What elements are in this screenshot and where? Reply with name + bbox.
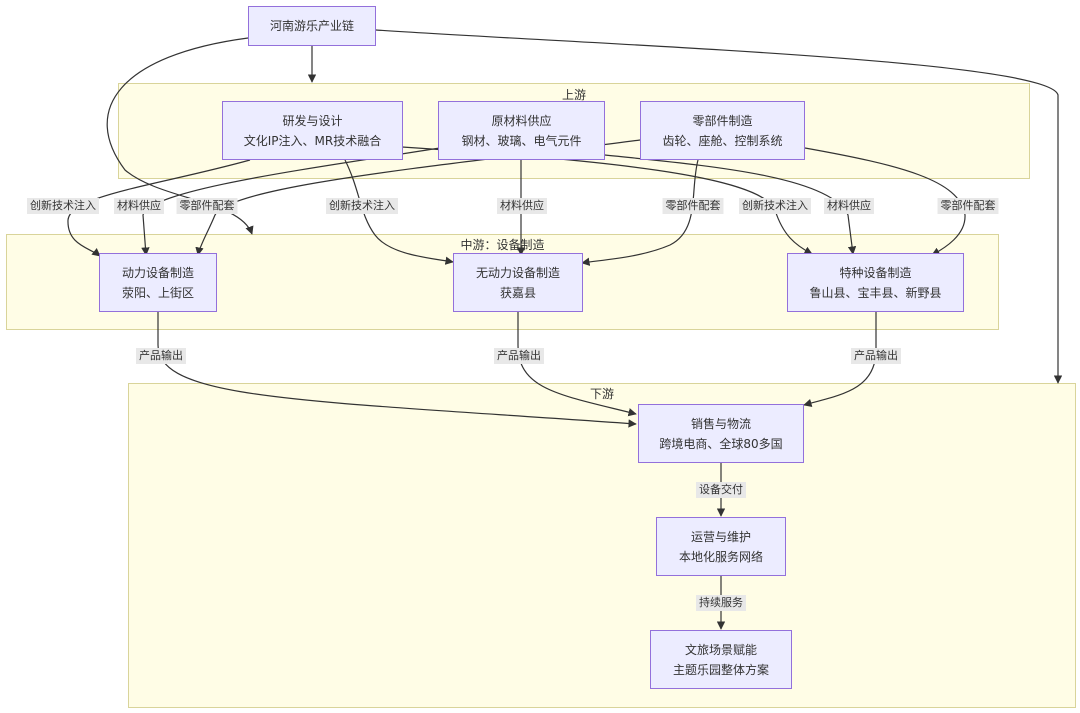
- edge-label-ops-scenes: 持续服务: [696, 595, 746, 611]
- edge-label-special-sales: 产品输出: [851, 348, 901, 364]
- special-title: 特种设备制造: [839, 265, 912, 280]
- rnd-title: 研发与设计: [282, 113, 343, 128]
- edge-parts-unpowered: [581, 159, 699, 266]
- edge-materials-special: [604, 154, 857, 255]
- powered-detail: 荥阳、上街区: [121, 285, 194, 300]
- unpowered-title: 无动力设备制造: [475, 265, 560, 280]
- sales-title: 销售与物流: [690, 416, 751, 431]
- special-node[interactable]: 特种设备制造 鲁山县、宝丰县、新野县: [787, 253, 964, 312]
- unpowered-detail: 获嘉县: [499, 285, 536, 300]
- scenes-detail: 主题乐园整体方案: [672, 662, 769, 677]
- edge-label-materials-powered: 材料供应: [114, 198, 164, 214]
- parts-title: 零部件制造: [692, 113, 753, 128]
- materials-node[interactable]: 原材料供应 钢材、玻璃、电气元件: [438, 101, 605, 160]
- parts-detail: 齿轮、座舱、控制系统: [662, 133, 783, 148]
- edge-label-rnd-powered: 创新技术注入: [27, 198, 99, 214]
- special-detail: 鲁山县、宝丰县、新野县: [809, 285, 942, 300]
- scenes-title: 文旅场景赋能: [684, 642, 757, 657]
- edge-root-downstream: [375, 29, 1063, 384]
- downstream-title: 下游: [589, 387, 614, 401]
- rnd-detail: 文化IP注入、MR技术融合: [243, 133, 382, 148]
- downstream-cluster: 下游: [128, 383, 1076, 708]
- edge-label-parts-special: 零部件配套: [937, 198, 999, 214]
- ops-detail: 本地化服务网络: [678, 549, 763, 564]
- edge-powered-sales: [157, 312, 637, 428]
- sales-node[interactable]: 销售与物流 跨境电商、全球80多国: [638, 404, 804, 463]
- materials-detail: 钢材、玻璃、电气元件: [461, 133, 582, 148]
- rnd-node[interactable]: 研发与设计 文化IP注入、MR技术融合: [222, 101, 403, 160]
- edge-rnd-unpowered: [344, 159, 454, 265]
- upstream-title: 上游: [561, 88, 586, 102]
- ops-title: 运营与维护: [690, 529, 751, 544]
- edge-label-materials-special: 材料供应: [824, 198, 874, 214]
- edge-label-rnd-special: 创新技术注入: [739, 198, 811, 214]
- edge-label-materials-unpowered: 材料供应: [497, 198, 547, 214]
- materials-title: 原材料供应: [491, 113, 552, 128]
- edge-label-powered-sales: 产品输出: [136, 348, 186, 364]
- edge-label-parts-unpowered: 零部件配套: [662, 198, 724, 214]
- ops-node[interactable]: 运营与维护 本地化服务网络: [656, 517, 786, 576]
- scenes-node[interactable]: 文旅场景赋能 主题乐园整体方案: [650, 630, 792, 689]
- edge-label-sales-ops: 设备交付: [696, 482, 746, 498]
- parts-node[interactable]: 零部件制造 齿轮、座舱、控制系统: [640, 101, 805, 160]
- sales-detail: 跨境电商、全球80多国: [659, 436, 783, 451]
- edge-label-parts-powered: 零部件配套: [176, 198, 238, 214]
- root-label: 河南游乐产业链: [269, 19, 354, 33]
- edge-label-rnd-unpowered: 创新技术注入: [326, 198, 398, 214]
- powered-node[interactable]: 动力设备制造 荥阳、上街区: [99, 253, 217, 312]
- root-node[interactable]: 河南游乐产业链: [248, 6, 376, 46]
- unpowered-node[interactable]: 无动力设备制造 获嘉县: [453, 253, 583, 312]
- powered-title: 动力设备制造: [121, 265, 194, 280]
- edge-label-unpowered-sales: 产品输出: [494, 348, 544, 364]
